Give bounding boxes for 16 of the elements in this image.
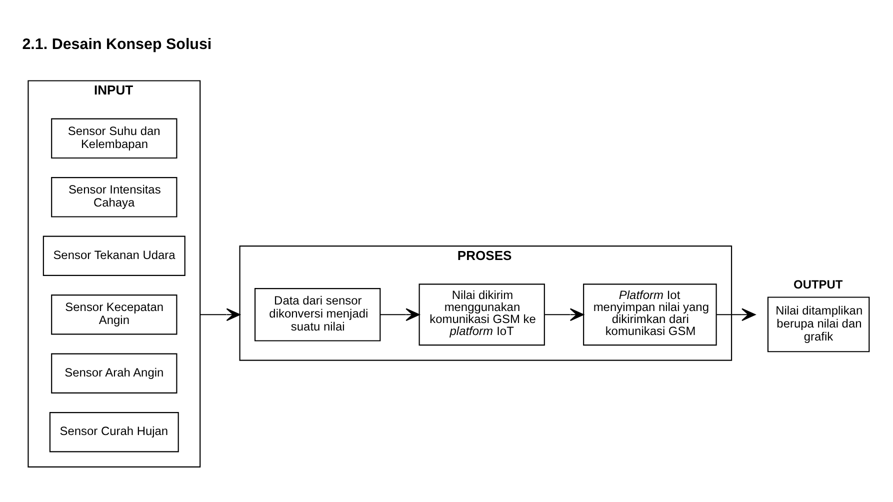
arrow [380,308,420,322]
node-box: Sensor Kecepatan Angin [51,294,178,335]
label: 2.1. Desain Konsep Solusi [22,36,212,53]
node-box: Sensor Curah Hujan [49,412,179,452]
node-box: Sensor Arah Angin [51,353,178,394]
arrow [716,308,756,322]
node-box: Platform Iot menyimpan nilai yang dikirimkan dari komunikasi GSM [583,284,717,346]
node-box: Data dari sensor dikonversi menjadi suatu nilai [254,288,381,342]
node-box: Sensor Suhu dan Kelembapan [51,118,178,159]
node-box: Sensor Intensitas Cahaya [51,177,178,218]
node-box: Nilai dikirim menggunakan komunikasi GSM ke platform IoT [418,284,545,346]
node-box: Sensor Tekanan Udara [42,236,186,276]
node-label: OUTPUT [794,277,843,292]
node-box: Nilai ditamplikan berupa nilai dan grafik [767,296,870,352]
arrow [544,308,584,322]
arrow [200,308,240,322]
